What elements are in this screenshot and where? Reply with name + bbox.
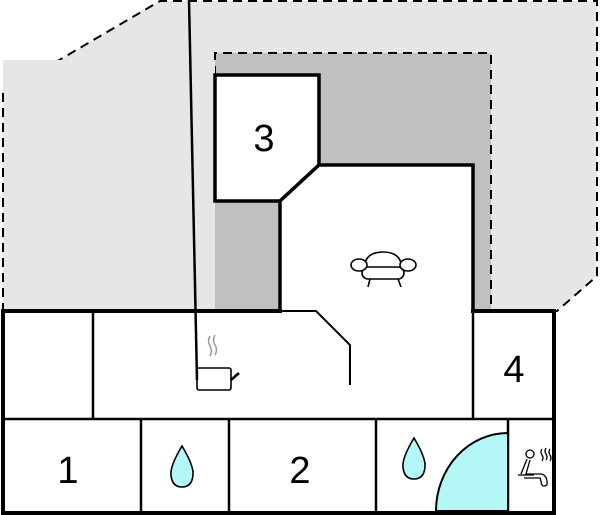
room-2-label: 2 [289,450,310,492]
terrace-fill [3,60,215,311]
room-3-label: 3 [253,118,274,160]
sauna-icon [518,447,552,487]
water-drop-icon [402,436,426,480]
kitchen-partition [280,310,351,385]
sofa-icon [350,251,417,288]
room-1-label: 1 [57,450,78,492]
room-4-label: 4 [503,349,524,391]
covered-terrace-border [214,52,492,311]
water-drop-icon [170,444,194,488]
cooking-pot-icon [187,0,240,391]
quarter-circle-shower [434,431,509,512]
open-connection [282,306,471,314]
living-room [278,163,475,313]
